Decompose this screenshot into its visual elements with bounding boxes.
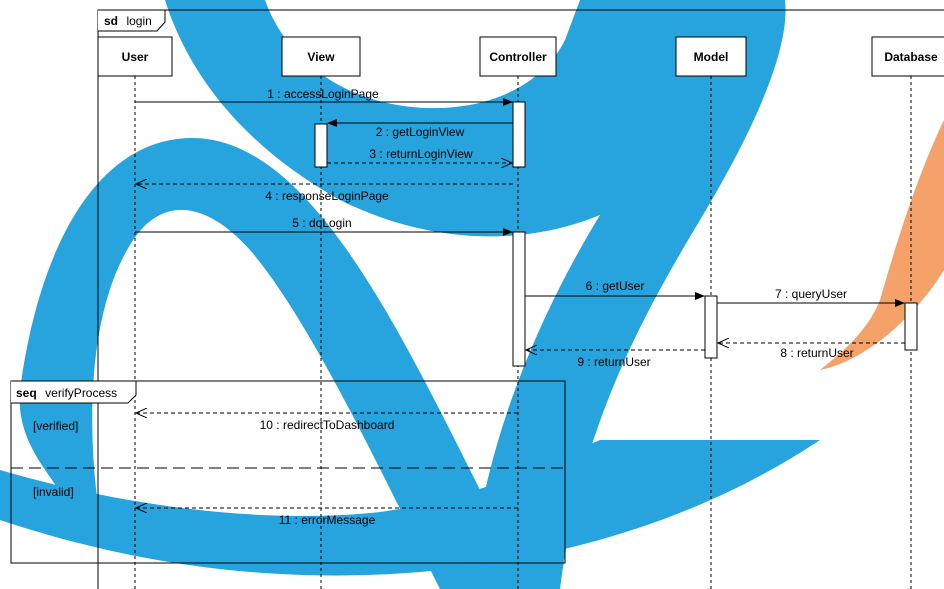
message-9-label: 9 : returnUser bbox=[577, 355, 650, 369]
message-11-label: 11 : errorMessage bbox=[279, 513, 376, 527]
message-1-label: 1 : accessLoginPage bbox=[267, 87, 379, 101]
activation-controller-1 bbox=[513, 102, 525, 167]
lifeline-controller-label: Controller bbox=[489, 50, 547, 64]
message-3-label: 3 : returnLoginView bbox=[369, 147, 473, 161]
fragment-keyword: seq bbox=[16, 386, 37, 400]
lifeline-view-label: View bbox=[307, 50, 335, 64]
message-7-label: 7 : queryUser bbox=[775, 287, 847, 301]
message-4-label: 4 : responseLoginPage bbox=[265, 189, 389, 203]
fragment-name: verifyProcess bbox=[45, 386, 117, 400]
lifeline-database-label: Database bbox=[884, 50, 938, 64]
activation-view-1 bbox=[315, 124, 327, 167]
frame-keyword: sd bbox=[104, 14, 118, 28]
activation-controller-2 bbox=[513, 232, 525, 366]
message-10-label: 10 : redirectToDashboard bbox=[260, 418, 395, 432]
lifeline-user-label: User bbox=[122, 50, 149, 64]
lifeline-model-label: Model bbox=[694, 50, 729, 64]
activation-model-1 bbox=[705, 296, 717, 358]
svg-text:seq verifyProcess: seq verifyProcess bbox=[16, 384, 117, 401]
message-5-label: 5 : doLogin bbox=[292, 216, 351, 230]
message-8-label: 8 : returnUser bbox=[780, 346, 853, 360]
frame-name: login bbox=[126, 14, 151, 28]
activation-database-1 bbox=[905, 303, 917, 350]
fragment-guard-verified: [verified] bbox=[33, 419, 78, 433]
fragment-guard-invalid: [invalid] bbox=[33, 485, 74, 499]
message-6-label: 6 : getUser bbox=[586, 279, 645, 293]
message-2-label: 2 : getLoginView bbox=[376, 125, 465, 139]
watermark-orange-shape bbox=[820, 120, 944, 370]
svg-text:sd login: sd login bbox=[104, 12, 152, 29]
